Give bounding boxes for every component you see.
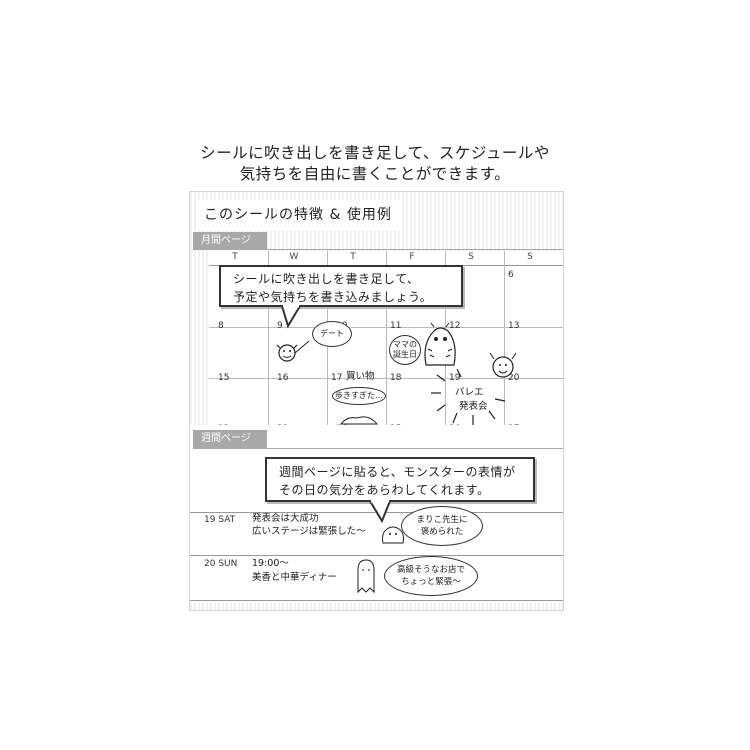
day-header: T bbox=[232, 252, 238, 262]
birthday-note-bubble: ママの誕生日 bbox=[389, 335, 421, 365]
grid-line bbox=[504, 251, 505, 427]
day-header: S bbox=[468, 252, 474, 262]
tired-note-text: 歩きすぎた… bbox=[335, 391, 383, 400]
day-header: W bbox=[289, 252, 299, 262]
date-number: 12 bbox=[449, 321, 461, 331]
date-number: 17 bbox=[331, 373, 343, 383]
ballet-note-line1: バレエ bbox=[455, 387, 484, 398]
grid-line bbox=[209, 378, 563, 379]
day-header: F bbox=[409, 252, 415, 262]
bottom-stripe bbox=[190, 602, 563, 610]
date-number: 19 bbox=[449, 373, 461, 383]
weekly-note: 広いステージは緊張した〜 bbox=[252, 526, 366, 537]
date-number: 16 bbox=[277, 373, 289, 383]
day-header: T bbox=[350, 252, 356, 262]
tired-note-bubble: 歩きすぎた… bbox=[332, 387, 386, 405]
weekly-row-line bbox=[190, 555, 563, 556]
weekly-note: 19:00〜 bbox=[252, 558, 289, 569]
melted-monster-icon bbox=[339, 416, 379, 425]
date-number: 9 bbox=[277, 321, 283, 331]
weekly-section-label: 週間ページ bbox=[193, 430, 267, 448]
weekly-note: 発表会は大成功 bbox=[252, 513, 319, 524]
date-note-text: デート bbox=[320, 329, 344, 338]
heart-monster-icon bbox=[276, 340, 310, 362]
monthly-bubble-line1: シールに吹き出しを書き足して、 bbox=[233, 272, 420, 286]
date-number: 11 bbox=[390, 321, 402, 331]
weekly-bubble-line2: その日の気分をあらわしてくれます。 bbox=[279, 483, 490, 497]
caption-line-2: 気持ちを自由に書くことができます。 bbox=[239, 165, 511, 183]
weekly-bubble-line: ちょっと緊張〜 bbox=[401, 577, 461, 587]
weekly-thought-bubble: 高級そうなお店でちょっと緊張〜 bbox=[384, 556, 478, 596]
date-number: 15 bbox=[218, 373, 230, 383]
date-number: 18 bbox=[390, 373, 402, 383]
date-number: 6 bbox=[508, 270, 514, 280]
card-title: このシールの特徴 & 使用例 bbox=[198, 200, 400, 230]
ballet-burst-doodle bbox=[431, 352, 517, 425]
date-note-bubble: デート bbox=[312, 321, 352, 347]
date-number: 8 bbox=[218, 321, 224, 331]
weekly-day-label: 20 SUN bbox=[204, 559, 238, 569]
grid-line bbox=[268, 251, 269, 427]
ballet-note-line2: 発表会 bbox=[459, 401, 488, 412]
monthly-bubble-tail bbox=[281, 304, 301, 329]
fluffy-monster-icon bbox=[382, 526, 404, 544]
weekly-bubble-line: 褒められた bbox=[420, 527, 464, 537]
monthly-divider bbox=[193, 249, 563, 250]
weekly-speech-bubble: 週間ページに貼ると、モンスターの表情が その日の気分をあらわしてくれます。 bbox=[265, 457, 535, 502]
weekly-divider bbox=[193, 448, 563, 449]
grid-line bbox=[209, 327, 563, 328]
birthday-note-line2: 誕生日 bbox=[393, 350, 417, 359]
shopping-note: 買い物 bbox=[346, 371, 375, 382]
monthly-bubble-line2: 予定や気持ちを書き込みましょう。 bbox=[233, 290, 433, 304]
weekly-bubble-line1: 週間ページに貼ると、モンスターの表情が bbox=[279, 465, 516, 479]
birthday-note-line1: ママの bbox=[393, 340, 417, 349]
grid-line bbox=[386, 251, 387, 427]
weekly-bubble-tail bbox=[369, 499, 391, 524]
day-header: S bbox=[527, 252, 533, 262]
weekly-bubble-line: まりこ先生に bbox=[416, 515, 468, 525]
hairy-monster-icon bbox=[424, 322, 456, 366]
weekly-bubble-line: 高級そうなお店で bbox=[396, 565, 465, 575]
sticker-example-card: このシールの特徴 & 使用例 月間ページ T W T F S S 6 8 9 1… bbox=[189, 191, 564, 611]
date-number: 20 bbox=[508, 373, 520, 383]
weekly-row-line bbox=[190, 600, 563, 601]
weekly-day-label: 19 SAT bbox=[204, 515, 236, 525]
ghost-monster-icon bbox=[357, 559, 375, 594]
monthly-speech-bubble: シールに吹き出しを書き足して、 予定や気持ちを書き込みましょう。 bbox=[219, 265, 463, 307]
monthly-section-label: 月間ページ bbox=[193, 232, 267, 250]
weekly-note: 美香と中華ディナー bbox=[252, 572, 337, 583]
weekly-thought-bubble: まりこ先生に褒められた bbox=[401, 506, 483, 546]
date-number: 13 bbox=[508, 321, 520, 331]
caption-line-1: シールに吹き出しを書き足して、スケジュールや bbox=[200, 144, 550, 162]
